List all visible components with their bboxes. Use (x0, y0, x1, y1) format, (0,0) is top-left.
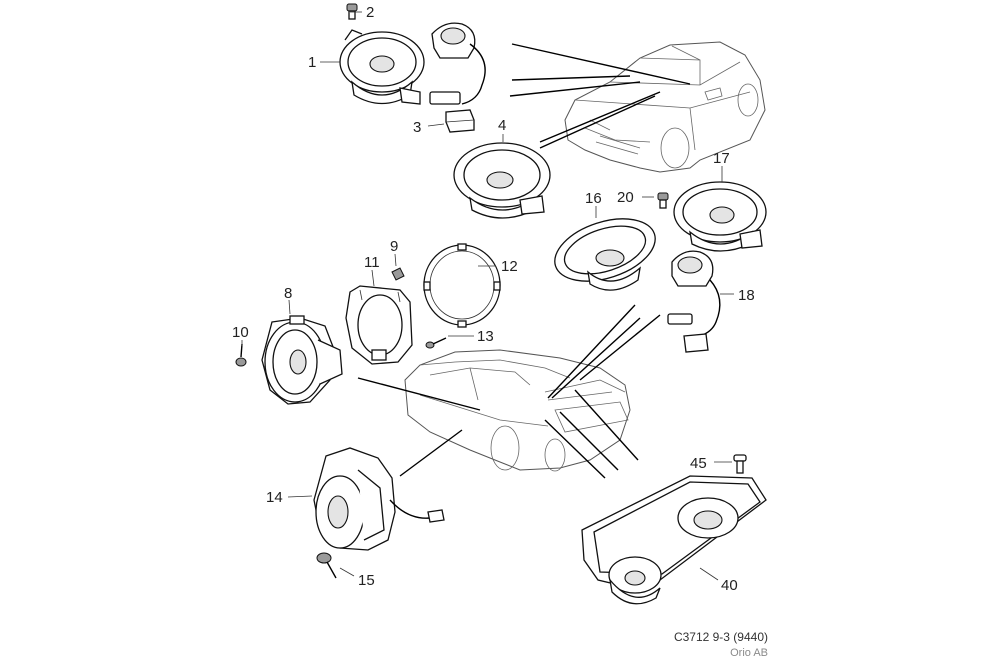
callout-17: 17 (713, 150, 730, 167)
callout-12: 12 (501, 258, 518, 275)
speaker-part-17 (673, 181, 767, 252)
rear-car-illustration (404, 349, 631, 472)
callout-3: 3 (413, 119, 421, 136)
speaker-part-1 (339, 29, 425, 105)
diagram-code: C3712 9-3 (9440) (674, 630, 768, 644)
callout-4: 4 (498, 117, 506, 134)
screw-part-15 (316, 552, 337, 579)
tweeter-with-cable (429, 22, 486, 105)
subwoofer-box-part-40 (581, 475, 767, 605)
connector-part-3 (445, 109, 475, 133)
callout-1: 1 (308, 54, 316, 71)
connection-lines (357, 43, 691, 479)
ring-part-12 (423, 243, 501, 328)
callout-labels: 1 2 3 4 8 9 10 11 12 13 14 15 16 17 18 2… (232, 4, 755, 594)
screw-part-2 (346, 3, 358, 20)
callout-40: 40 (721, 577, 738, 594)
callout-2: 2 (366, 4, 374, 21)
diagram-owner: Orio AB (730, 647, 768, 659)
front-car-illustration (564, 41, 766, 173)
callout-18: 18 (738, 287, 755, 304)
leader-lines (241, 11, 734, 581)
callout-11: 11 (364, 254, 380, 271)
callout-14: 14 (266, 489, 283, 506)
callout-20: 20 (617, 189, 634, 206)
callout-45: 45 (690, 455, 707, 472)
tweeter-part-18 (667, 250, 721, 353)
callout-8: 8 (284, 285, 292, 302)
callout-15: 15 (358, 572, 375, 589)
callout-9: 9 (390, 238, 398, 255)
callout-13: 13 (477, 328, 494, 345)
screw-part-13 (425, 337, 447, 349)
screw-part-10 (235, 343, 247, 367)
bracket-part-11 (345, 285, 413, 365)
clip-part-9 (391, 267, 405, 281)
speaker-part-16 (554, 218, 656, 291)
speaker-part-8 (261, 315, 343, 405)
speaker-part-14 (313, 447, 445, 551)
callout-16: 16 (585, 190, 602, 207)
screw-part-45 (733, 454, 747, 474)
speaker-part-4 (453, 142, 551, 219)
callout-10: 10 (232, 324, 249, 341)
screw-part-20 (657, 192, 669, 209)
